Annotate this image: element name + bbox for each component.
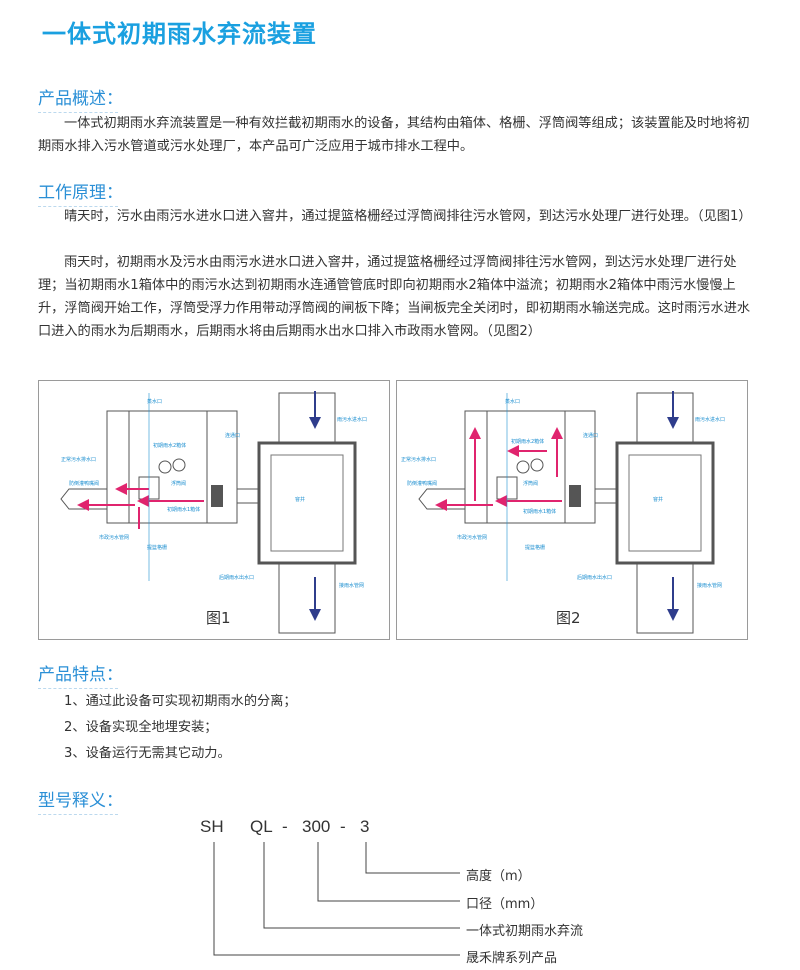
overview-heading: 产品概述： (38, 84, 123, 113)
heading-underline (38, 206, 118, 207)
label-muni-sewer: 市政污水管网 (99, 534, 129, 541)
label-float-valve: 浮筒阀 (523, 480, 538, 487)
label-box-1: 初期雨水1箱体 (167, 506, 200, 513)
label-storm-net: 接雨水管网 (339, 582, 364, 589)
model-heading-text: 型号释义： (38, 791, 123, 811)
model-code-ql: QL (250, 817, 273, 836)
model-code-dash-1: - (282, 817, 288, 836)
figure-2-caption: 图2 (556, 609, 581, 627)
label-box-2: 初期雨水2箱体 (511, 438, 544, 445)
label-check-valve: 防倒灌鸭嘴阀 (69, 480, 99, 487)
figure-2: 蒸水口 初期雨水2箱体 连通口 雨污水进水口 正常污水排水口 浮筒阀 初期雨水1… (396, 380, 748, 640)
heading-underline (38, 688, 118, 689)
features-heading-text: 产品特点： (38, 665, 123, 685)
label-air-vent: 蒸水口 (505, 398, 520, 405)
model-code-300: 300 (302, 817, 331, 836)
label-well: 窨井 (653, 496, 663, 503)
page-title: 一体式初期雨水弃流装置 (42, 20, 317, 48)
label-storm-net: 接雨水管网 (697, 582, 722, 589)
heading-underline (38, 814, 118, 815)
label-inlet: 雨污水进水口 (337, 416, 367, 423)
model-code-3: 3 (360, 817, 370, 836)
label-check-valve: 防倒灌鸭嘴阀 (407, 480, 437, 487)
model-heading: 型号释义： (38, 786, 123, 815)
label-well: 窨井 (295, 496, 305, 503)
label-sewer-outlet: 正常污水排水口 (401, 456, 436, 463)
figure-1: 蒸水口 初期雨水2箱体 连通口 雨污水进水口 正常污水排水口 浮筒阀 初期雨水1… (38, 380, 390, 640)
label-late-outlet: 后期雨水出水口 (577, 574, 612, 581)
label-inlet: 雨污水进水口 (695, 416, 725, 423)
model-meaning-brand: 晟禾牌系列产品 (466, 951, 558, 966)
figure-1-diagram: 蒸水口 初期雨水2箱体 连通口 雨污水进水口 正常污水排水口 浮筒阀 初期雨水1… (60, 391, 367, 634)
label-sewer-outlet: 正常污水排水口 (61, 456, 96, 463)
model-meaning-diameter: 口径（mm） (466, 897, 544, 912)
model-meaning-product: 一体式初期雨水弃流 (466, 924, 584, 939)
label-box-1: 初期雨水1箱体 (523, 508, 556, 515)
label-box-2: 初期雨水2箱体 (153, 442, 186, 449)
feature-item: 3、设备运行无需其它动力。 (64, 746, 231, 761)
principle-paragraph-2: 雨天时，初期雨水及污水由雨污水进水口进入窨井，通过提篮格栅经过浮筒阀排往污水管网… (38, 255, 751, 339)
features-heading: 产品特点： (38, 660, 123, 689)
label-air-vent: 蒸水口 (147, 398, 162, 405)
principle-heading-text: 工作原理： (38, 183, 123, 203)
heading-underline (38, 112, 118, 113)
label-basket: 提篮格栅 (147, 544, 167, 551)
overview-heading-text: 产品概述： (38, 89, 123, 109)
model-code-sh: SH (200, 817, 224, 836)
label-link: 连通口 (583, 432, 598, 439)
label-muni-sewer: 市政污水管网 (457, 534, 487, 541)
model-meaning-height: 高度（m） (466, 869, 531, 884)
label-float-valve: 浮筒阀 (171, 480, 186, 487)
feature-item: 2、设备实现全地埋安装； (64, 720, 218, 735)
figure-1-caption: 图1 (206, 609, 231, 627)
principle-heading: 工作原理： (38, 178, 123, 207)
principle-paragraph-1: 晴天时，污水由雨污水进水口进入窨井，通过提篮格栅经过浮筒阀排往污水管网，到达污水… (64, 209, 752, 224)
model-code-dash-2: - (340, 817, 346, 836)
figure-2-diagram: 蒸水口 初期雨水2箱体 连通口 雨污水进水口 正常污水排水口 浮筒阀 初期雨水1… (401, 391, 725, 634)
label-link: 连通口 (225, 432, 240, 439)
label-late-outlet: 后期雨水出水口 (219, 574, 254, 581)
label-basket: 提篮格栅 (525, 544, 545, 551)
feature-item: 1、通过此设备可实现初期雨水的分离； (64, 694, 297, 709)
overview-text: 一体式初期雨水弃流装置是一种有效拦截初期雨水的设备，其结构由箱体、格栅、浮筒阀等… (38, 116, 750, 154)
